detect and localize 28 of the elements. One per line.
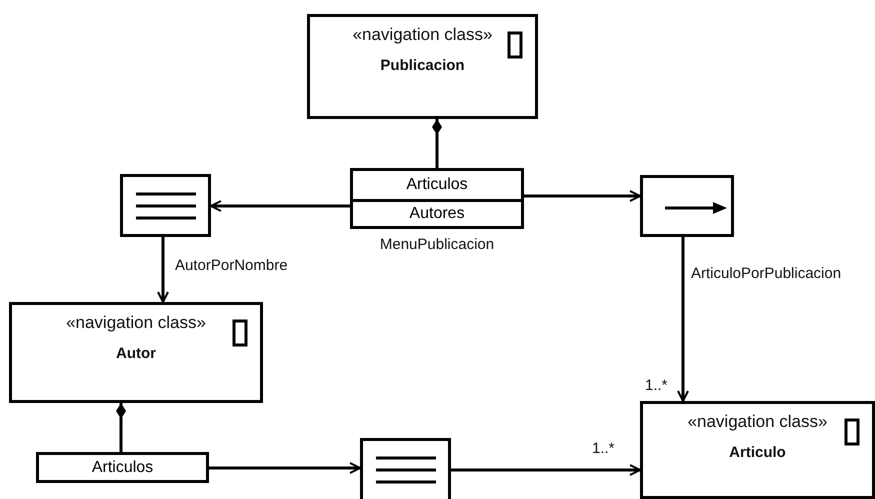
arrow: [524, 190, 641, 202]
menu-item: Autores: [353, 198, 521, 226]
multiplicity-label: 1..*: [645, 377, 668, 394]
stereotype-label: «navigation class»: [686, 412, 828, 432]
menu-name: MenuPublicacion: [380, 236, 494, 253]
menu-box: [36, 452, 209, 483]
composition-line: [432, 119, 442, 168]
arrow: [210, 200, 350, 212]
composition-line: [116, 403, 126, 452]
arrow: [209, 462, 361, 474]
navigation-class-box: [9, 302, 263, 403]
menu-box: [350, 168, 524, 229]
menu-item: Articulos: [405, 175, 469, 195]
guided-tour-box: [640, 175, 734, 237]
stereotype-label: «navigation class»: [65, 313, 207, 333]
class-name: Articulo: [728, 444, 787, 461]
multiplicity-label: 1..*: [592, 440, 615, 457]
arrow: [677, 237, 689, 402]
arrow: [157, 237, 169, 303]
menu-item: Articulos: [90, 458, 154, 478]
class-name: Publicacion: [379, 57, 466, 74]
arrow: [451, 464, 641, 476]
navigation-class-box: [640, 401, 875, 499]
stereotype-label: «navigation class»: [352, 25, 494, 45]
navigation-class-box: [307, 14, 538, 119]
index-box: [120, 174, 211, 237]
class-name: Autor: [115, 345, 157, 362]
index-box: [360, 438, 451, 499]
